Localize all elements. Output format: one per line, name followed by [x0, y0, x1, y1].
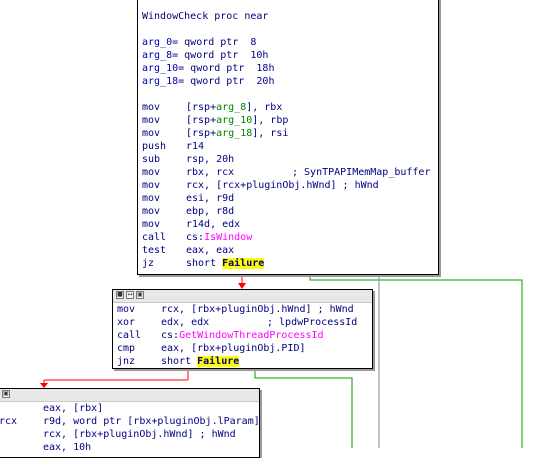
failure-label[interactable]: Failure — [222, 258, 265, 269]
arg-line: arg_10= qword ptr 18h — [142, 63, 275, 74]
group-icon[interactable]: ▣ — [2, 390, 10, 398]
api-link[interactable]: IsWindow — [204, 232, 253, 243]
failure-label[interactable]: Failure — [197, 356, 240, 367]
group-icon[interactable]: ▣ — [136, 291, 144, 299]
graph-edges — [40, 265, 523, 448]
edge-arrowhead — [238, 283, 246, 289]
block-header: ■ ↔ ▣ — [113, 290, 372, 303]
arg-line: arg_18= qword ptr 20h — [142, 76, 275, 87]
arg-line: arg_0= qword ptr 8 — [142, 37, 257, 48]
edge-arrowhead — [40, 383, 48, 388]
edge-green-1 — [309, 274, 523, 448]
arg-line: arg_8= qword ptr 10h — [142, 50, 269, 61]
proc-header: WindowCheck proc near — [142, 11, 269, 22]
api-link[interactable]: GetWindowThreadProcessId — [179, 330, 324, 341]
graph-icon[interactable]: ↔ — [126, 291, 134, 299]
edge-green-2 — [254, 368, 353, 448]
code-block-windowcheck[interactable]: WindowCheck proc near arg_0= qword ptr 8… — [137, 0, 439, 275]
block-header: ▣ — [0, 389, 259, 402]
color-icon[interactable]: ■ — [116, 291, 124, 299]
